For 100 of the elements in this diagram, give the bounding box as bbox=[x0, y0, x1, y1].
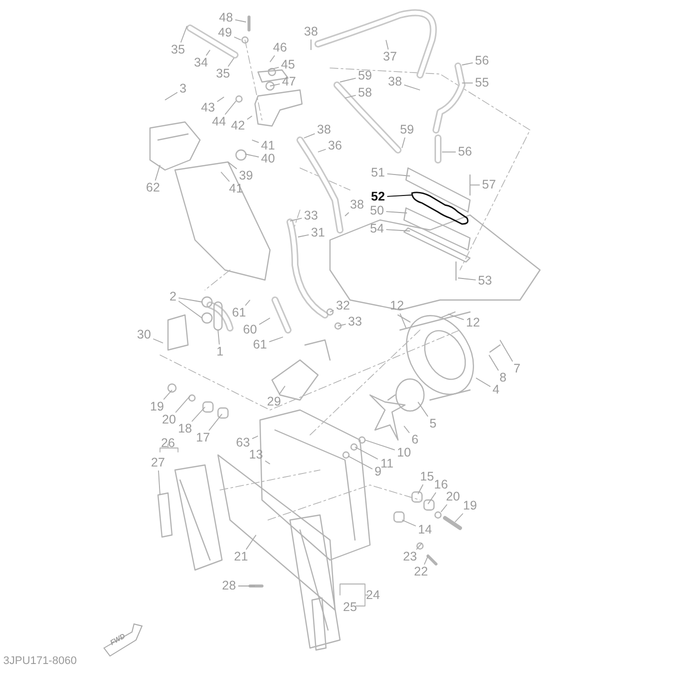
callout-number: 51 bbox=[370, 166, 386, 180]
callout-number: 8 bbox=[498, 372, 508, 384]
callout-number: 38 bbox=[303, 26, 319, 38]
leader-line bbox=[344, 212, 350, 216]
leader-line bbox=[270, 83, 280, 86]
callout-number: 7 bbox=[512, 362, 522, 376]
callout-number: 39 bbox=[238, 170, 254, 182]
leader-line bbox=[476, 378, 491, 388]
callout-number: 55 bbox=[474, 76, 490, 90]
callout-number: 12 bbox=[389, 300, 405, 312]
leader-line bbox=[268, 336, 284, 342]
leader-line bbox=[252, 140, 260, 143]
leader-line bbox=[304, 133, 316, 138]
callout-number: 33 bbox=[347, 316, 363, 328]
leader-line bbox=[154, 164, 160, 181]
callout-number: 27 bbox=[150, 456, 166, 470]
callout-number: 45 bbox=[280, 58, 296, 72]
callout-number: 18 bbox=[177, 422, 193, 436]
leader-line bbox=[216, 96, 224, 102]
callout-number: 54 bbox=[369, 222, 385, 236]
gasket-ring bbox=[268, 68, 276, 76]
leader-line bbox=[178, 298, 202, 302]
leader-line bbox=[206, 50, 210, 56]
callout-number: 29 bbox=[266, 396, 282, 408]
callout-number: 24 bbox=[366, 588, 380, 602]
callout-number: 41 bbox=[260, 140, 276, 152]
callout-number: 21 bbox=[233, 550, 249, 564]
leader-line bbox=[228, 58, 234, 67]
leader-line bbox=[246, 534, 256, 550]
callout-number: 35 bbox=[170, 44, 186, 56]
callout-number: 36 bbox=[327, 140, 343, 152]
callout-number: 47 bbox=[281, 76, 297, 88]
washer bbox=[434, 511, 442, 519]
hose-elbow bbox=[235, 149, 247, 161]
leader-line bbox=[163, 390, 172, 400]
callout-number: 6 bbox=[410, 434, 420, 446]
leader-line bbox=[180, 26, 188, 43]
leader-line bbox=[404, 84, 420, 90]
callout-number: 12 bbox=[465, 316, 481, 330]
callout-number: 62 bbox=[145, 182, 161, 194]
callout-number: 22 bbox=[413, 566, 429, 578]
leader-line bbox=[340, 78, 356, 82]
callout-number: 17 bbox=[195, 432, 211, 444]
callout-number: 43 bbox=[200, 102, 216, 114]
callout-number: 56 bbox=[457, 146, 473, 158]
callout-number: 20 bbox=[161, 414, 177, 426]
leader-line bbox=[152, 338, 164, 344]
leader-line bbox=[234, 36, 242, 40]
leader-line bbox=[462, 82, 474, 84]
callout-number: 48 bbox=[218, 12, 234, 24]
leader-line bbox=[386, 229, 410, 232]
callout-number: 5 bbox=[428, 418, 438, 430]
washer bbox=[235, 95, 243, 103]
leader-line bbox=[218, 330, 220, 345]
leader-line bbox=[330, 310, 334, 312]
leader-line bbox=[500, 340, 514, 362]
leader-line bbox=[424, 556, 428, 565]
callout-number: 50 bbox=[369, 204, 385, 218]
leader-line bbox=[458, 278, 476, 280]
leader-line bbox=[264, 460, 270, 464]
callout-number: 14 bbox=[417, 524, 433, 536]
leader-line bbox=[244, 300, 250, 306]
callout-number: 2 bbox=[168, 290, 178, 304]
callout-number: 63 bbox=[235, 436, 251, 450]
callout-number: 28 bbox=[221, 580, 237, 592]
leader-line bbox=[418, 484, 424, 494]
leader-line bbox=[386, 194, 412, 197]
callout-number: 34 bbox=[193, 56, 209, 70]
callout-number: 38 bbox=[316, 124, 332, 136]
leader-line bbox=[224, 100, 236, 115]
leader-line bbox=[400, 313, 406, 328]
leader-line bbox=[278, 386, 286, 395]
leader-line bbox=[246, 116, 252, 120]
callout-number: 3 bbox=[178, 82, 188, 96]
callout-number: 19 bbox=[462, 500, 478, 512]
hose-section bbox=[213, 301, 223, 331]
leader-line bbox=[164, 92, 178, 100]
callout-number: 40 bbox=[260, 152, 276, 166]
hose-clamp bbox=[201, 312, 213, 324]
leader-line bbox=[310, 39, 312, 50]
callout-number: 31 bbox=[310, 226, 326, 240]
callout-number: 26 bbox=[161, 436, 175, 450]
leader-line bbox=[462, 62, 474, 66]
leader-line bbox=[178, 300, 202, 318]
callout-number: 23 bbox=[402, 550, 418, 564]
leader-line bbox=[228, 162, 238, 170]
hose-clamp bbox=[201, 296, 213, 308]
callout-number: 49 bbox=[217, 26, 233, 40]
callout-number: 15 bbox=[419, 470, 435, 484]
callout-number: 58 bbox=[357, 86, 373, 100]
leader-line bbox=[386, 40, 389, 50]
leader-line bbox=[268, 66, 280, 70]
callout-number: 1 bbox=[216, 346, 224, 358]
leader-line bbox=[404, 426, 410, 434]
callout-number: 59 bbox=[357, 70, 373, 82]
gasket-drawing bbox=[411, 192, 469, 225]
leader-line bbox=[402, 520, 416, 526]
callout-number: 37 bbox=[382, 50, 398, 64]
leader-line bbox=[234, 19, 246, 22]
callout-number: 20 bbox=[445, 490, 461, 504]
